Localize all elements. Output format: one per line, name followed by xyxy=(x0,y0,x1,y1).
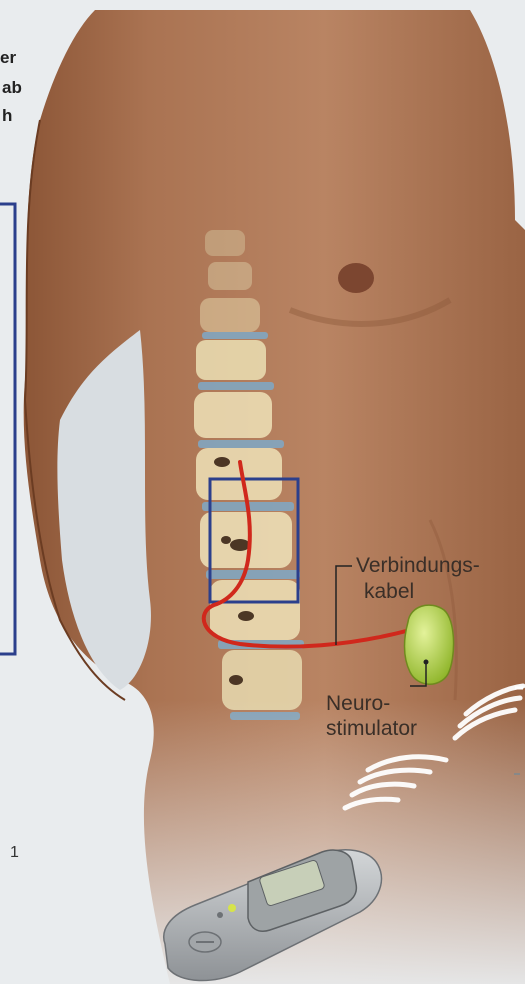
neurostimulator-device xyxy=(405,605,454,684)
cable-label-line-1: Verbindungs- xyxy=(356,554,480,578)
nipple xyxy=(338,263,374,293)
left-fragment: 1 xyxy=(10,844,19,862)
cut-text-line-2: ab xyxy=(2,76,22,99)
cable-label-line-2: kabel xyxy=(364,580,414,604)
stimulator-label-line-2: stimulator xyxy=(326,717,417,741)
sidebar-box xyxy=(0,204,15,654)
stimulator-label-line-1: Neuro- xyxy=(326,692,390,716)
cut-text-line-3: h xyxy=(2,104,12,127)
cut-text-line-1: er xyxy=(0,46,16,69)
